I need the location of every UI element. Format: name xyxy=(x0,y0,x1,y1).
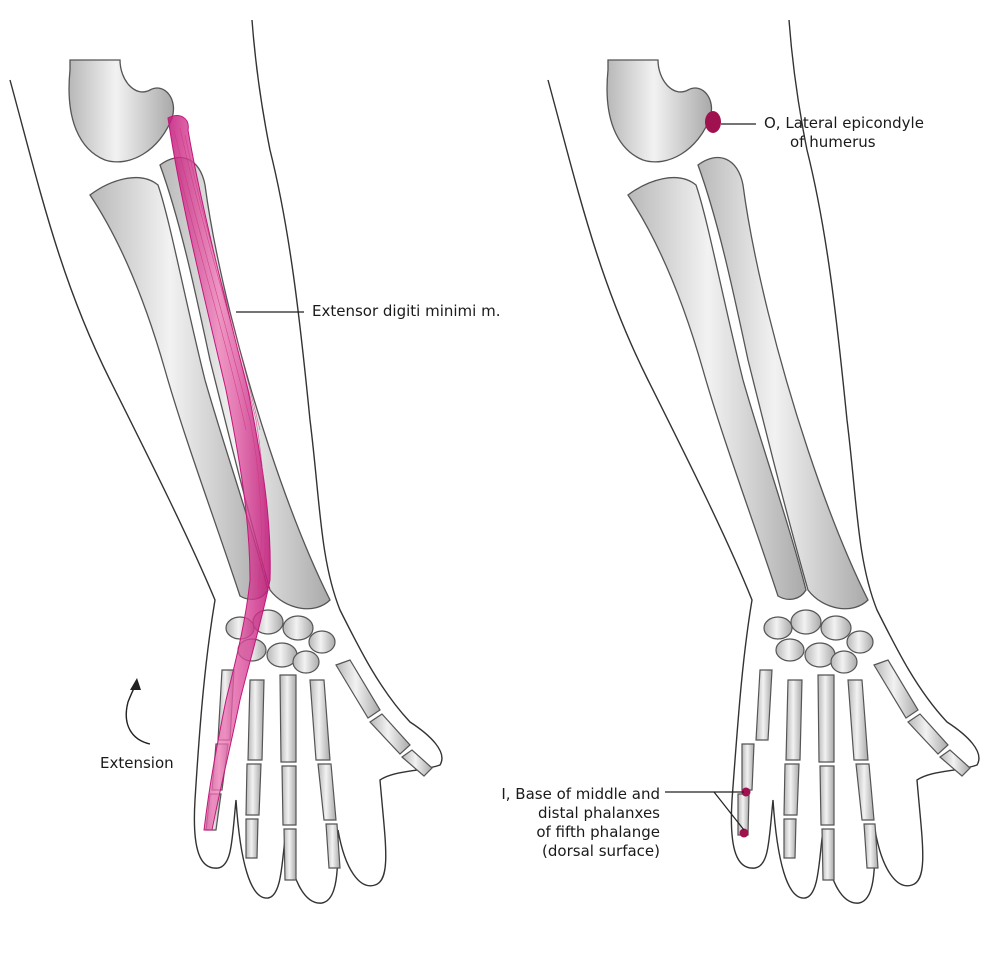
right-carpals xyxy=(763,609,874,674)
insertion-label-line-2: distal phalanxes xyxy=(537,804,660,822)
left-humerus xyxy=(68,59,175,163)
origin-label: O, Lateral epicondyle of humerus xyxy=(764,114,924,152)
insertion-label-line-3: of fifth phalange xyxy=(536,823,660,841)
origin-label-line-1: O, Lateral epicondyle xyxy=(764,114,924,132)
extensor-digiti-minimi-muscle xyxy=(167,115,271,831)
right-ulna xyxy=(627,176,807,601)
extension-arrow xyxy=(125,683,151,745)
insertion-marker-distal xyxy=(739,828,749,838)
left-arm xyxy=(9,19,443,904)
extension-arrowhead xyxy=(130,678,141,690)
right-arm xyxy=(547,19,980,904)
origin-attachment-marker xyxy=(705,111,721,133)
muscle-fibers xyxy=(173,127,266,591)
muscle-name-label: Extensor digiti minimi m. xyxy=(312,302,501,320)
right-arm-outline xyxy=(547,19,980,904)
action-label: Extension xyxy=(100,754,174,772)
right-humerus xyxy=(606,59,713,163)
left-arm-outline xyxy=(9,19,443,904)
insertion-label-line-4: (dorsal surface) xyxy=(542,842,660,860)
insertion-label-line-1: I, Base of middle and xyxy=(501,785,660,803)
origin-label-line-2: of humerus xyxy=(790,133,876,151)
right-fingers xyxy=(737,659,971,881)
insertion-marker-middle xyxy=(741,787,751,797)
insertion-label: I, Base of middle and distal phalanxes o… xyxy=(480,785,660,861)
right-radius xyxy=(697,156,869,610)
